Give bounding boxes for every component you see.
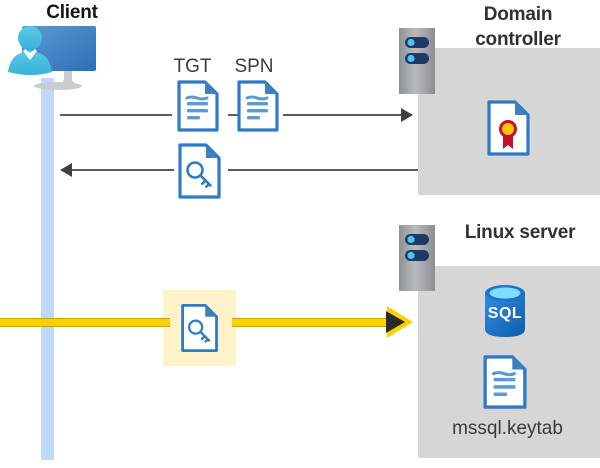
sql-database-icon: SQL: [481, 284, 529, 338]
domain-controller-title-line2: controller: [475, 29, 561, 50]
spn-document-icon: [236, 80, 280, 132]
domain-controller-title-line1: Domain: [483, 4, 553, 25]
linux-server-rack-icon: [398, 224, 436, 292]
request-arrowhead: [401, 108, 413, 122]
domain-controller-server-rack-icon: [398, 27, 436, 95]
request-line-segment-3: [283, 114, 401, 116]
response-arrowhead: [60, 163, 72, 177]
tgt-document-icon: [176, 80, 220, 132]
key-document-icon: [177, 143, 223, 199]
response-line-segment-1: [72, 169, 174, 171]
request-line-segment-1: [60, 114, 172, 116]
linux-server-title: Linux server: [464, 222, 576, 243]
keytab-filename-label: mssql.keytab: [452, 418, 563, 439]
service-ticket-bar-1: [0, 318, 170, 327]
domain-controller-title: Domain controller: [443, 2, 593, 52]
client-title: Client: [46, 2, 98, 23]
tgt-label: TGT: [173, 56, 212, 77]
certificate-document-icon: [486, 100, 532, 156]
client-lifeline: [41, 78, 54, 460]
service-ticket-bar-2: [232, 318, 397, 327]
service-ticket-arrowhead-inner: [386, 311, 405, 333]
spn-label: SPN: [234, 56, 274, 77]
keytab-document-icon: [482, 354, 528, 410]
service-ticket-key-document-icon: [180, 299, 220, 357]
user-with-monitor-icon: [6, 24, 116, 96]
svg-text:SQL: SQL: [488, 305, 522, 322]
response-line-segment-2: [228, 169, 418, 171]
